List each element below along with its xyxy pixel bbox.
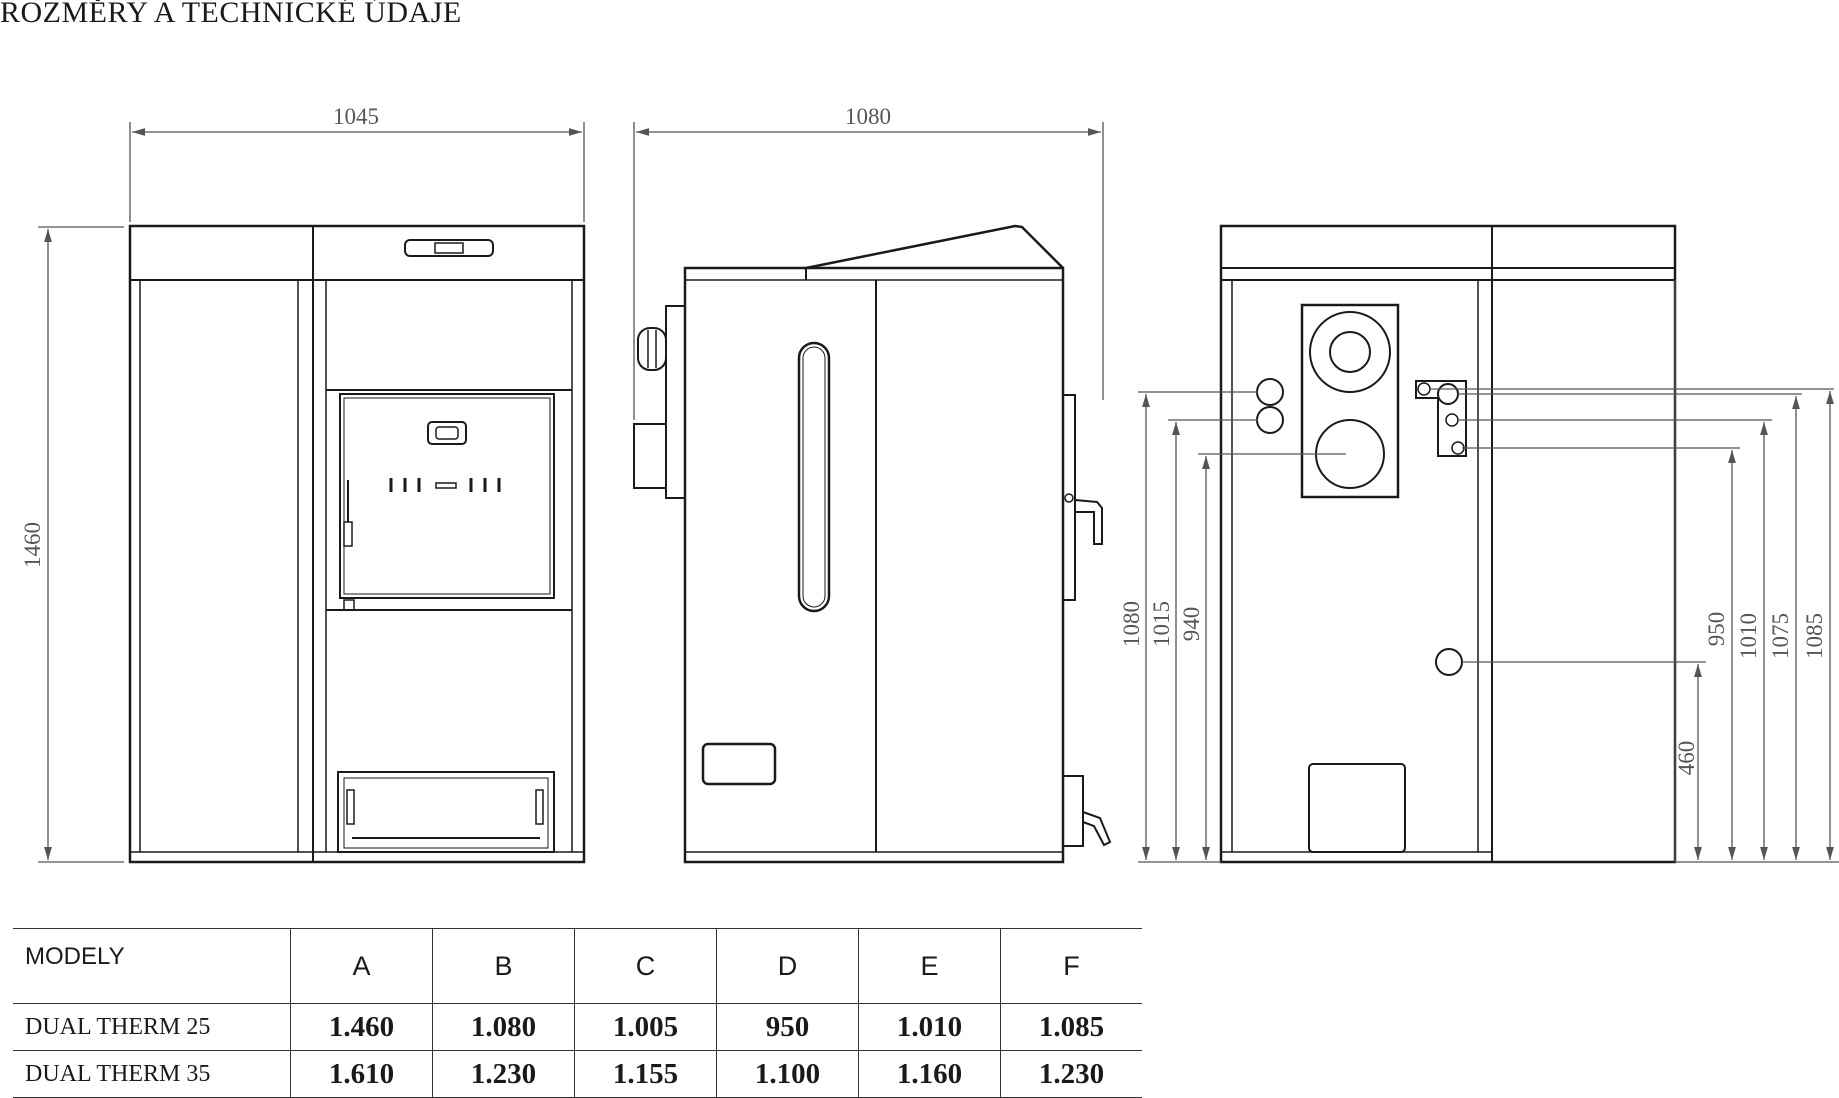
dim-rear-right-1: 950 bbox=[1704, 612, 1729, 647]
specs-table: MODELY A B C D E F DUAL THERM 25 1.460 1… bbox=[13, 928, 1142, 1098]
side-view: 1080 bbox=[633, 104, 1112, 864]
page-title: ROZMĚRY A TECHNICKÉ ÚDAJE bbox=[0, 0, 462, 29]
table-cell: 1.610 bbox=[290, 1050, 433, 1098]
table-cell: 1.230 bbox=[1000, 1050, 1142, 1098]
dim-height: 1460 bbox=[20, 522, 45, 568]
dim-rear-left-3: 940 bbox=[1179, 607, 1204, 642]
table-cell: 1.080 bbox=[432, 1003, 575, 1051]
table-cell: 1.010 bbox=[858, 1003, 1001, 1051]
model-name: DUAL THERM 35 bbox=[13, 1050, 291, 1098]
dim-rear-low: 460 bbox=[1674, 741, 1699, 776]
table-header-cell: MODELY bbox=[13, 928, 291, 1004]
table-header-cell: E bbox=[858, 928, 1001, 1004]
table-cell: 950 bbox=[716, 1003, 859, 1051]
table-row: DUAL THERM 35 1.610 1.230 1.155 1.100 1.… bbox=[13, 1050, 1142, 1098]
dim-rear-right-4: 1085 bbox=[1802, 613, 1827, 659]
table-cell: 1.230 bbox=[432, 1050, 575, 1098]
dim-rear-left-2: 1015 bbox=[1149, 601, 1174, 647]
table-cell: 1.460 bbox=[290, 1003, 433, 1051]
table-header-cell: D bbox=[716, 928, 859, 1004]
table-header-cell: A bbox=[290, 928, 433, 1004]
boiler-drawing: 1045 1460 bbox=[20, 104, 1839, 864]
dim-rear-right-3: 1075 bbox=[1768, 613, 1793, 659]
dim-rear-right-2: 1010 bbox=[1736, 613, 1761, 659]
table-cell: 1.100 bbox=[716, 1050, 859, 1098]
table-header-cell: F bbox=[1000, 928, 1142, 1004]
table-header-row: MODELY A B C D E F bbox=[13, 928, 1142, 1004]
table-cell: 1.160 bbox=[858, 1050, 1001, 1098]
dim-side-depth: 1080 bbox=[845, 104, 891, 129]
dim-front-width: 1045 bbox=[333, 104, 379, 129]
rear-view: 1080 1015 940 460 950 1010 1075 1085 bbox=[1119, 224, 1839, 864]
table-cell: 1.005 bbox=[574, 1003, 717, 1051]
table-header-cell: B bbox=[432, 928, 575, 1004]
table-header-cell: C bbox=[574, 928, 717, 1004]
front-view: 1045 1460 bbox=[20, 104, 586, 864]
dim-rear-left-1: 1080 bbox=[1119, 601, 1144, 647]
model-name: DUAL THERM 25 bbox=[13, 1003, 291, 1051]
table-cell: 1.155 bbox=[574, 1050, 717, 1098]
table-row: DUAL THERM 25 1.460 1.080 1.005 950 1.01… bbox=[13, 1003, 1142, 1051]
table-cell: 1.085 bbox=[1000, 1003, 1142, 1051]
